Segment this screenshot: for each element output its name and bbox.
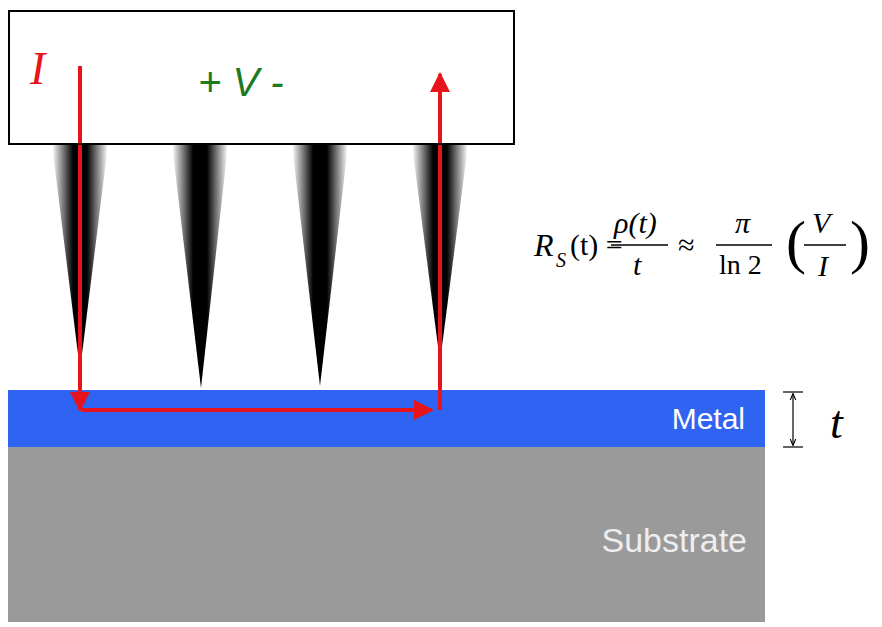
probe-tips [52,145,468,388]
dimension-label: t [830,400,843,446]
formula-denominator: ln 2 [719,251,762,279]
layer-name: Substrate [601,523,747,557]
current-path [78,66,82,410]
thickness-dimension [783,392,803,447]
formula-denominator: t [633,250,641,280]
formula-subscript: S [556,250,566,270]
formula-operator: ≈ [678,230,694,260]
formula-numerator: ρ(t) [614,208,657,238]
current-arrow [82,408,432,412]
voltage-label: + V - [198,62,284,102]
formula-paren: ( [786,212,806,272]
probe-tip [172,145,228,388]
probe-tip [292,145,348,386]
probe-head: I + V - [8,10,515,145]
current-path [438,74,442,410]
metal-layer [8,390,765,447]
substrate-band: Substrate [8,447,765,622]
formula-numerator: π [735,208,750,238]
layer-name: Metal [672,404,745,434]
substrate-layer [8,447,765,622]
formula-numerator: V [812,208,830,238]
formula-denominator: I [818,251,828,281]
fraction-bars [611,245,846,246]
formula-symbol: R [534,229,554,261]
formula-paren: ) [850,212,870,272]
connectors [80,66,440,410]
metal-band: Metal [8,390,765,447]
current-symbol: I [30,46,45,92]
